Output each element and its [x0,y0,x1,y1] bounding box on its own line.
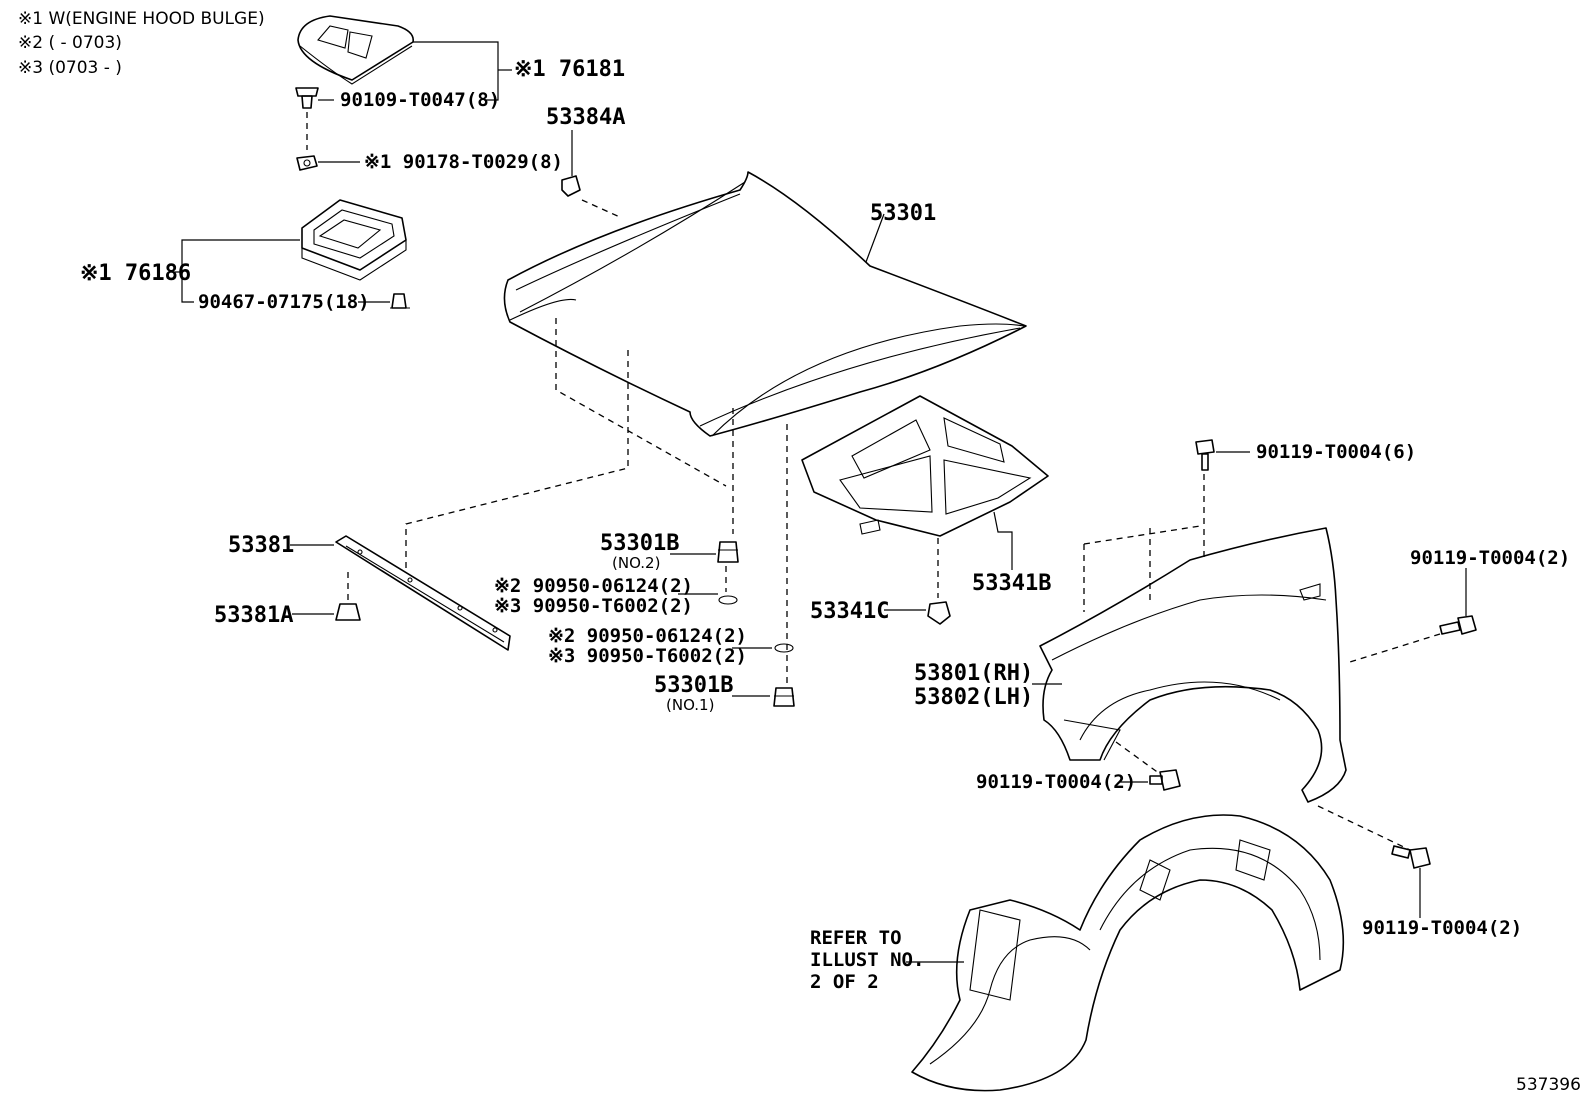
cushion-53301b-no1-icon [773,687,795,707]
notes: ※1 W(ENGINE HOOD BULGE) ※2 ( - 0703) ※3 … [18,9,265,78]
label-53381a: 53381A [214,603,293,628]
hood-insulator-drawing [801,395,1049,537]
note-2: ※2 ( - 0703) [18,33,122,53]
label-76181: ※1 76181 [514,57,625,82]
label-90467: 90467-07175(18) [198,291,370,313]
washer-b-icon [774,643,794,653]
clip-53381a-icon [335,603,361,621]
illustration-id: 537396 [1516,1075,1581,1095]
fender-drawing [1039,527,1347,803]
clip-53341c-icon [927,601,951,625]
label-53341b: 53341B [972,571,1051,596]
label-53301b-no2: 53301B [600,531,679,556]
label-53301: 53301 [870,201,936,226]
seal-53381-drawing [335,535,511,651]
label-76186: ※1 76186 [80,261,191,286]
label-53301b-no1: 53301B [654,673,733,698]
bolt-90119-6-icon [1195,439,1215,471]
hood-bulge-drawing [297,15,415,85]
cushion-53384a-icon [561,175,581,197]
bulge-seal-drawing [301,199,407,281]
note-1: ※1 W(ENGINE HOOD BULGE) [18,9,265,29]
bolt-90119-2c-icon [1391,845,1431,869]
bolt-90119-2a-icon [1439,615,1477,635]
label-53381: 53381 [228,533,294,558]
refer-line-1: REFER TO [810,927,902,949]
fender-liner-drawing [911,814,1345,1092]
label-53341c: 53341C [810,599,889,624]
washer-a-icon [718,595,738,605]
label-90109: 90109-T0047(8) [340,89,500,111]
label-90119-2b: 90119-T0004(2) [976,771,1136,793]
label-53301b-no1-sub: (NO.1) [666,696,714,714]
label-90178: ※1 90178-T0029(8) [364,151,563,173]
refer-line-2: ILLUST NO. [810,949,924,971]
bolt-90119-2b-icon [1149,769,1181,791]
cushion-53301b-no2-icon [717,541,739,563]
nut-90178-icon [296,155,318,171]
label-53301b-no2-sub: (NO.2) [612,554,660,572]
hood-drawing [503,171,1027,437]
label-90950-t6002-a: ※3 90950-T6002(2) [494,595,693,617]
label-90119-2c: 90119-T0004(2) [1362,917,1522,939]
label-53802: 53802(LH) [914,685,1033,710]
label-90950-06124-b: ※2 90950-06124(2) [548,625,747,647]
screw-90109-icon [295,87,319,109]
label-53384a: 53384A [546,105,625,130]
label-90950-t6002-b: ※3 90950-T6002(2) [548,645,747,667]
label-90119-6: 90119-T0004(6) [1256,441,1416,463]
clip-90467-icon [390,293,410,309]
label-53801: 53801(RH) [914,661,1033,686]
label-90119-2a: 90119-T0004(2) [1410,547,1570,569]
note-3: ※3 (0703 - ) [18,58,122,78]
refer-line-3: 2 OF 2 [810,971,879,993]
label-90950-06124-a: ※2 90950-06124(2) [494,575,693,597]
